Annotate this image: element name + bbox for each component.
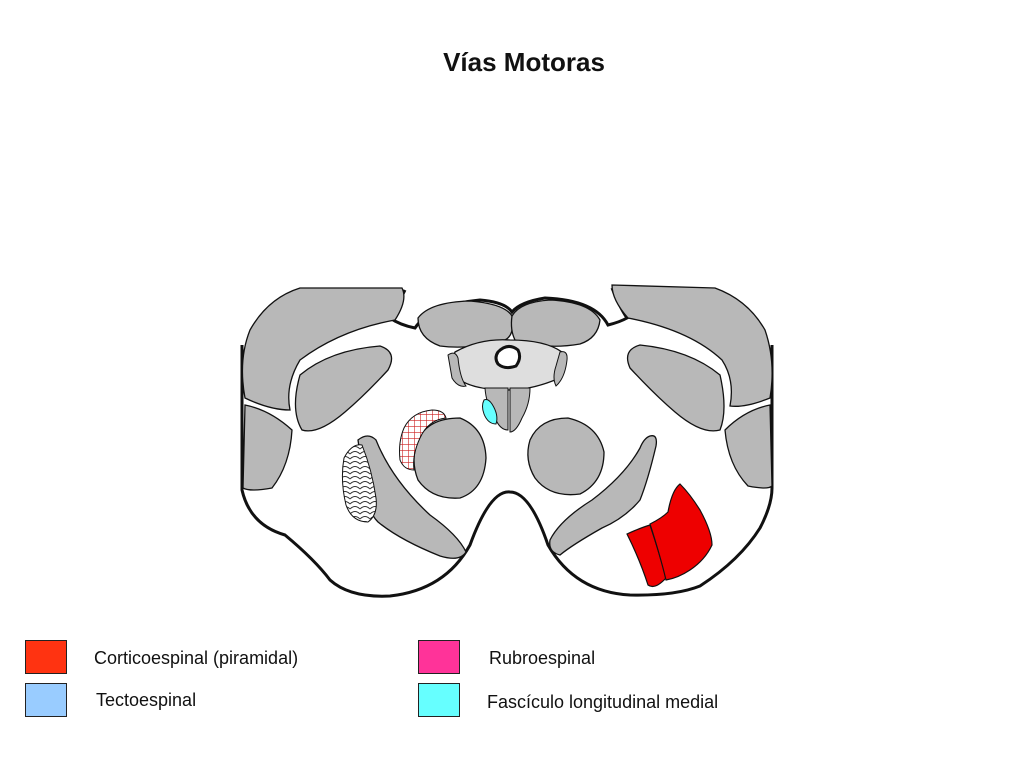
legend-label-fasciculo: Fascículo longitudinal medial [487, 692, 719, 712]
medial-longitudinal-fasciculus [482, 399, 498, 425]
right-peduncle-lower [724, 404, 773, 489]
right-oculomotor-nucleus [509, 387, 531, 433]
left-red-nucleus [413, 417, 487, 499]
right-red-nucleus [527, 417, 605, 496]
right-peduncle-outer [611, 284, 773, 407]
left-peduncle-lower [242, 404, 293, 491]
right-substantia-nigra [549, 435, 658, 556]
left-lateral-lemniscus [294, 345, 393, 432]
left-small-nucleus [447, 352, 467, 387]
corticospinal-tract-lateral [649, 483, 713, 581]
left-colliculus [417, 300, 514, 348]
right-lateral-lemniscus [626, 344, 725, 432]
legend-label-tectoespinal: Tectoespinal [96, 690, 197, 710]
tectospinal-patterned-area [341, 444, 377, 523]
left-peduncle-outer [241, 287, 405, 411]
legend-swatch-tectoespinal [25, 683, 67, 717]
right-small-nucleus [553, 351, 568, 387]
legend-swatch-corticoespinal [25, 640, 67, 674]
legend-swatch-fasciculo [418, 683, 460, 717]
rubrospinal-hatched-area [399, 409, 447, 471]
legend-swatch-rubroespinal [418, 640, 460, 674]
diagram-title: Vías Motoras [443, 47, 605, 77]
cerebral-aqueduct [494, 345, 522, 370]
right-colliculus [510, 299, 601, 347]
legend-label-rubroespinal: Rubroespinal [489, 648, 596, 668]
tectum-outline [387, 287, 630, 330]
legend-label-corticoespinal: Corticoespinal (piramidal) [94, 648, 299, 668]
